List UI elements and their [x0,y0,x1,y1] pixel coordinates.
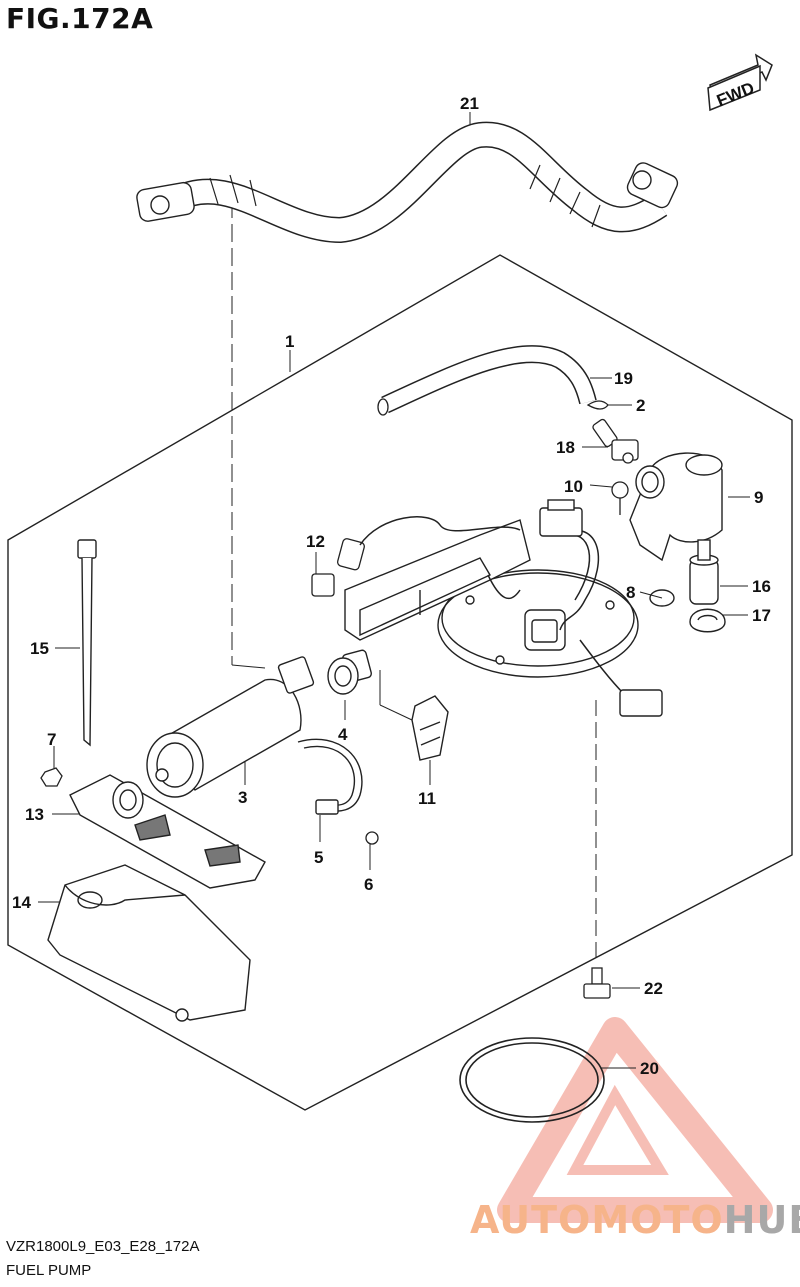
callout-2: 2 [636,396,645,415]
callout-18: 18 [556,438,575,457]
callout-8: 8 [626,583,635,602]
callout-19: 19 [614,369,633,388]
part-5-band [297,738,363,815]
watermark-part1: AUTOMOTO [470,1198,724,1242]
callout-10: 10 [564,477,583,496]
pump-bracket [344,519,531,641]
part-12-sensor [311,538,365,597]
part-7-nut [40,767,63,787]
callout-12: 12 [306,532,325,551]
callout-7: 7 [47,730,56,749]
fwd-arrow-icon [707,53,773,112]
callout-4: 4 [338,725,348,744]
part-4-grommet [327,649,373,695]
callout-20: 20 [640,1059,659,1078]
callout-6: 6 [364,875,373,894]
part-19-breather-hose [377,345,597,416]
callout-22: 22 [644,979,663,998]
callout-17: 17 [752,606,771,625]
part-16-filter [689,539,719,605]
callout-labels: 1 2 3 4 5 6 7 8 9 10 11 12 13 14 15 16 1… [12,94,771,1078]
watermark-logo [497,1017,773,1223]
callout-3: 3 [238,788,247,807]
callout-11: 11 [418,789,436,808]
callout-15: 15 [30,639,49,658]
assembly-box [7,254,793,1111]
callout-16: 16 [752,577,771,596]
part-15-cable-tie [77,539,97,747]
part-20-gasket [459,1037,605,1123]
part-13-filter [69,774,266,889]
part-9-regulator [629,452,723,562]
harness-connector [539,499,663,717]
figure-code: VZR1800L9_E03_E28_172A [6,1238,200,1255]
watermark-part2: HUB [723,1198,800,1242]
figure-title: FIG.172A [6,2,154,35]
figure-caption: FUEL PUMP [6,1262,92,1279]
callout-1: 1 [285,332,294,351]
callout-9: 9 [754,488,763,507]
part-17-clip-ring [689,608,726,633]
callout-5: 5 [314,848,323,867]
part-10-bolt [611,481,629,515]
part-21-fuel-hose [136,121,679,244]
part-18-fitting [592,418,639,464]
part-8-o-ring [649,589,675,607]
part-14-cover [47,864,251,1022]
part-2-clip [586,400,609,410]
callout-21: 21 [460,94,479,113]
part-11-clamp [411,695,449,761]
part-6-screw [365,831,379,845]
watermark-text: AUTOMOTOHUB [470,1198,800,1242]
part-22-bolt [583,967,611,999]
callout-14: 14 [12,893,31,912]
part-3-fuel-pump [146,656,315,798]
callout-13: 13 [25,805,44,824]
